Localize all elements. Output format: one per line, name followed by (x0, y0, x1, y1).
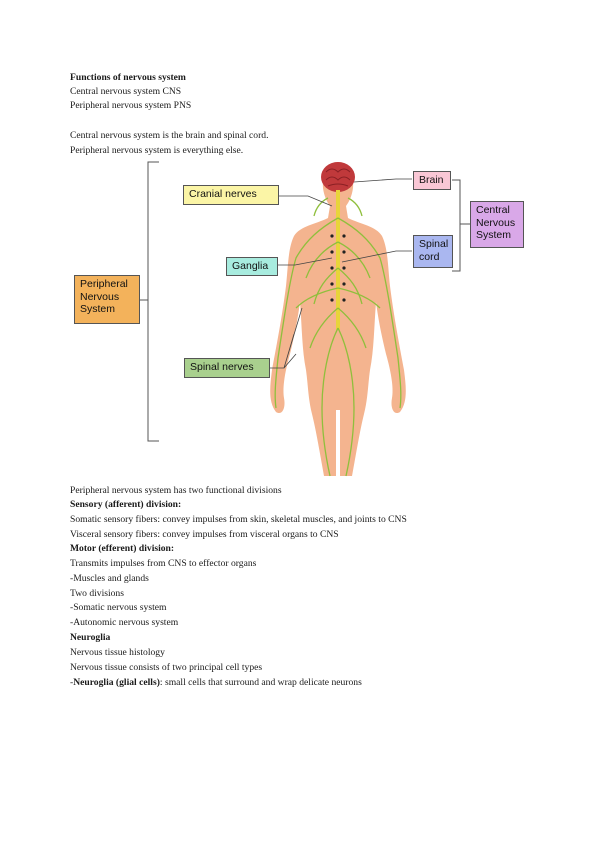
brain-shape (321, 162, 355, 192)
label-cns-line-1: Central (476, 204, 510, 216)
brain-folds (325, 168, 351, 187)
label-spinal-cord: Spinal cord (413, 235, 453, 268)
label-brain-text: Brain (419, 174, 444, 186)
label-pns-line-3: System (80, 303, 116, 315)
text-somatic-sensory: Somatic sensory fibers: convey impulses … (70, 514, 407, 525)
label-pns-line-2: Nervous (80, 290, 120, 303)
text-muscles-glands: -Muscles and glands (70, 573, 149, 584)
heading-sensory-division: Sensory (afferent) division: (70, 499, 182, 510)
label-spinal-cord-line-2: cord (419, 250, 440, 263)
text-somatic-nervous-system: -Somatic nervous system (70, 602, 167, 613)
heading-neuroglia: Neuroglia (70, 632, 111, 643)
label-central-nervous-system: Central Nervous System (470, 201, 524, 248)
label-peripheral-nervous-system: Peripheral Nervous System (74, 275, 140, 324)
label-ganglia-text: Ganglia (232, 260, 269, 272)
label-cns-line-2: Nervous (476, 216, 516, 229)
label-spinal-cord-line-1: Spinal (419, 238, 449, 250)
label-cns-line-3: System (476, 229, 512, 241)
text-cns-definition: Central nervous system is the brain and … (70, 130, 269, 141)
cns-bracket (452, 179, 461, 272)
label-cranial-nerves-text: Cranial nerves (189, 188, 257, 200)
text-histology: Nervous tissue histology (70, 647, 165, 658)
section-heading-functions: Functions of nervous system (70, 72, 186, 83)
heading-motor-division: Motor (efferent) division: (70, 543, 175, 554)
text-two-divisions: Two divisions (70, 588, 124, 599)
text-autonomic-nervous-system: -Autonomic nervous system (70, 617, 179, 628)
nervous-system-illustration (138, 161, 470, 477)
glial-term: Neuroglia (glial cells) (73, 677, 160, 688)
glial-prefix: - (70, 677, 74, 688)
label-cranial-nerves: Cranial nerves (183, 185, 279, 205)
text-pns-divisions: Peripheral nervous system has two functi… (70, 485, 282, 496)
label-spinal-nerves: Spinal nerves (184, 358, 270, 378)
text-cell-types: Nervous tissue consists of two principal… (70, 662, 263, 673)
nerve-network (274, 197, 402, 477)
glial-description: : small cells that surround and wrap del… (159, 677, 362, 688)
label-pns-line-1: Peripheral (80, 278, 128, 290)
label-brain: Brain (413, 171, 451, 190)
text-cns: Central nervous system CNS (70, 86, 182, 97)
pns-bracket (147, 161, 159, 442)
nervous-system-figure: Cranial nerves Ganglia Spinal nerves Per… (70, 158, 530, 480)
text-neuroglia-definition: -Neuroglia (glial cells): small cells th… (70, 676, 362, 689)
text-pns: Peripheral nervous system PNS (70, 100, 192, 111)
text-pns-definition: Peripheral nervous system is everything … (70, 145, 244, 156)
label-ganglia: Ganglia (226, 257, 278, 276)
text-visceral-sensory: Visceral sensory fibers: convey impulses… (70, 529, 339, 540)
leader-lines (269, 178, 412, 369)
text-transmits: Transmits impulses from CNS to effector … (70, 558, 257, 569)
ganglia-dots (330, 234, 346, 302)
label-spinal-nerves-text: Spinal nerves (190, 361, 254, 373)
